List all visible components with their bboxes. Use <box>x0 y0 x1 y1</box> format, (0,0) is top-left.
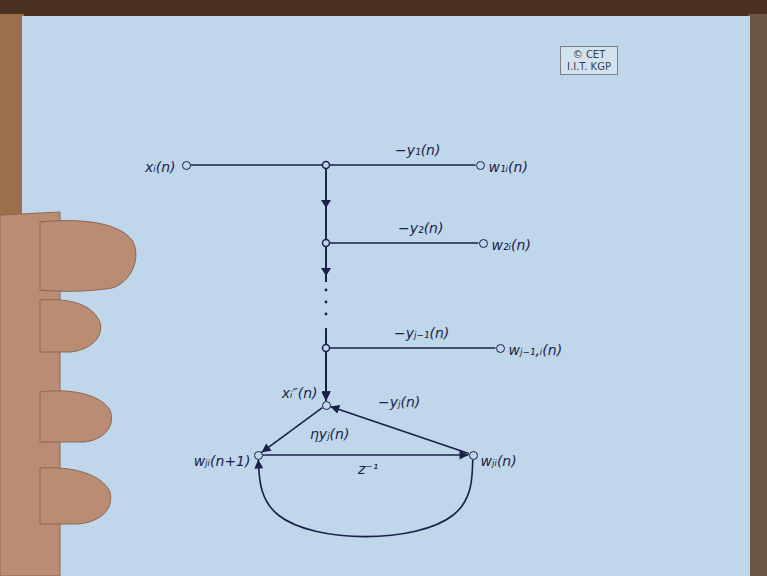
graph-node: wⱼᵢ(n) <box>469 451 478 460</box>
node-label: wⱼ₋₁,ᵢ(n) <box>509 343 563 357</box>
node-label: w₂ᵢ(n) <box>492 238 531 252</box>
graph-node: xᵢ(n) <box>182 161 191 170</box>
flow-arrow <box>321 268 331 276</box>
branch-gain: −yⱼ(n) <box>376 394 422 410</box>
graph-node: wⱼᵢ(n+1) <box>254 451 263 460</box>
junction-dot <box>323 345 330 352</box>
node-label: wⱼᵢ(n+1) <box>194 454 251 468</box>
board-frame <box>748 14 767 576</box>
hand-thumb <box>40 468 111 524</box>
node-label: wⱼᵢ(n) <box>481 454 517 468</box>
signal-branch <box>326 165 476 401</box>
branch-gain: −y₂(n) <box>396 220 445 236</box>
trunk-gap <box>320 282 332 328</box>
graph-node: w₁ᵢ(n) <box>476 161 485 170</box>
hand-finger <box>40 221 136 292</box>
signal-branch <box>191 165 327 401</box>
node-label: © CET I.I.T. KGP <box>565 49 613 72</box>
flow-arrow <box>321 200 331 208</box>
graph-node: w₂ᵢ(n) <box>479 239 488 248</box>
ellipsis-dot <box>325 301 328 304</box>
junction-dot <box>323 240 330 247</box>
ellipsis-dot <box>325 313 328 316</box>
branch-gain: −yⱼ₋₁(n) <box>392 325 451 341</box>
branch-gain: −y₁(n) <box>393 142 442 158</box>
branch-gain: z⁻¹ <box>356 461 380 477</box>
node-label: w₁ᵢ(n) <box>489 160 528 174</box>
copyright-stamp: © CET I.I.T. KGP <box>560 46 618 75</box>
graph-node: xᵢ″(n) <box>322 401 331 410</box>
paper-sheet <box>22 16 750 576</box>
junction-dot <box>323 162 330 169</box>
signal-branch <box>258 459 473 536</box>
hand-finger <box>40 300 101 352</box>
signal-branch <box>326 243 479 401</box>
branch-gain: ηyⱼ(n) <box>308 426 351 442</box>
hand-finger <box>40 391 112 442</box>
ellipsis-dot <box>325 289 328 292</box>
node-label: xᵢ(n) <box>145 160 176 174</box>
signal-branch <box>263 454 469 456</box>
node-label: xᵢ″(n) <box>282 386 318 400</box>
presenter-hand <box>0 212 136 576</box>
graph-node: wⱼ₋₁,ᵢ(n) <box>496 344 505 353</box>
signal-branch <box>326 348 496 401</box>
